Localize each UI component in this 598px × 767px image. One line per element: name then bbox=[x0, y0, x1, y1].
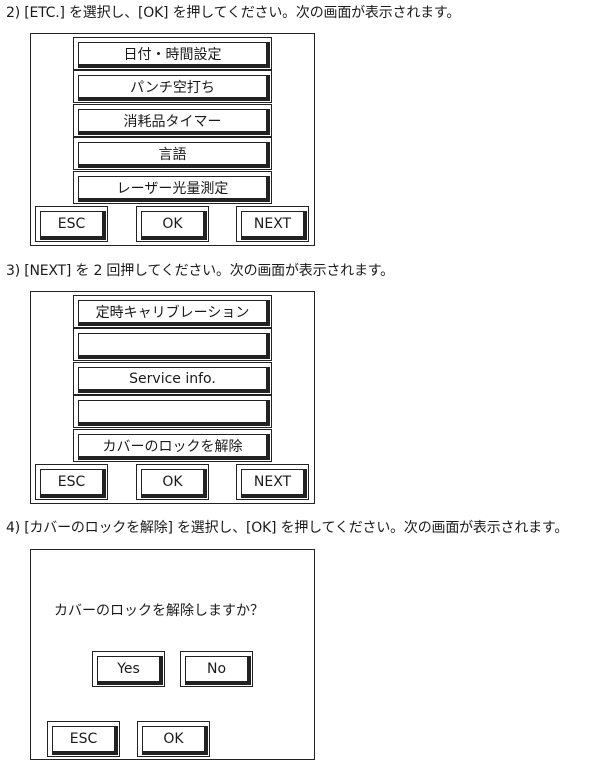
menu-item-punch-idle[interactable]: パンチ空打ち bbox=[73, 70, 272, 103]
esc-button-label: ESC bbox=[57, 474, 86, 490]
no-button[interactable]: No bbox=[180, 651, 253, 687]
menu-item-label: 日付・時間設定 bbox=[123, 46, 222, 63]
next-button[interactable]: NEXT bbox=[236, 464, 309, 500]
menu-item-date-time-settings[interactable]: 日付・時間設定 bbox=[73, 37, 272, 70]
esc-button[interactable]: ESC bbox=[47, 721, 120, 757]
ok-button-label: OK bbox=[163, 731, 184, 747]
menu-item-label: Service info. bbox=[129, 370, 216, 387]
no-button-label: No bbox=[206, 661, 227, 677]
step-4-instruction: 4) [カバーのロックを解除] を選択し、[OK] を押してください。次の画面が… bbox=[6, 520, 569, 536]
next-button-label: NEXT bbox=[253, 474, 292, 490]
step-3-instruction: 3) [NEXT] を 2 回押してください。次の画面が表示されます。 bbox=[6, 263, 394, 279]
ok-button-label: OK bbox=[162, 474, 183, 490]
menu-item-label: レーザー光量測定 bbox=[116, 180, 229, 197]
menu-item-laser-measurement[interactable]: レーザー光量測定 bbox=[73, 171, 272, 204]
screen-next-menu: 定時キャリブレーション Service info. カバーのロックを解除 ESC… bbox=[30, 291, 315, 504]
screen-unlock-confirm: カバーのロックを解除しますか？ Yes No ESC OK bbox=[30, 549, 315, 760]
menu-item-language[interactable]: 言語 bbox=[73, 137, 272, 170]
menu-item-label: 定時キャリブレーション bbox=[95, 304, 250, 321]
screen-etc-menu: 日付・時間設定 パンチ空打ち 消耗品タイマー 言語 レーザー光量測定 ESC O… bbox=[30, 33, 315, 246]
ok-button[interactable]: OK bbox=[137, 721, 210, 757]
menu-item-label: パンチ空打ち bbox=[130, 79, 215, 96]
menu-item-empty[interactable] bbox=[73, 328, 272, 361]
esc-button[interactable]: ESC bbox=[35, 464, 108, 500]
esc-button-label: ESC bbox=[69, 731, 98, 747]
menu-item-empty[interactable] bbox=[73, 395, 272, 428]
confirm-message: カバーのロックを解除しますか？ bbox=[54, 603, 264, 619]
menu-item-label: カバーのロックを解除 bbox=[102, 438, 243, 455]
menu-item-label: 言語 bbox=[158, 146, 187, 163]
ok-button[interactable]: OK bbox=[136, 464, 209, 500]
yes-button-label: Yes bbox=[117, 661, 140, 677]
menu-item-service-info[interactable]: Service info. bbox=[73, 362, 272, 395]
menu-item-label: 消耗品タイマー bbox=[123, 113, 222, 130]
step-2-instruction: 2) [ETC.] を選択し、[OK] を押してください。次の画面が表示されます… bbox=[6, 5, 461, 21]
next-button-label: NEXT bbox=[253, 216, 292, 232]
menu-item-scheduled-calibration[interactable]: 定時キャリブレーション bbox=[73, 295, 272, 328]
next-button[interactable]: NEXT bbox=[236, 206, 309, 242]
menu-item-consumables-timer[interactable]: 消耗品タイマー bbox=[73, 104, 272, 137]
esc-button[interactable]: ESC bbox=[35, 206, 108, 242]
menu-item-cover-unlock[interactable]: カバーのロックを解除 bbox=[73, 429, 272, 462]
ok-button[interactable]: OK bbox=[136, 206, 209, 242]
yes-button[interactable]: Yes bbox=[92, 651, 165, 687]
ok-button-label: OK bbox=[162, 216, 183, 232]
esc-button-label: ESC bbox=[57, 216, 86, 232]
